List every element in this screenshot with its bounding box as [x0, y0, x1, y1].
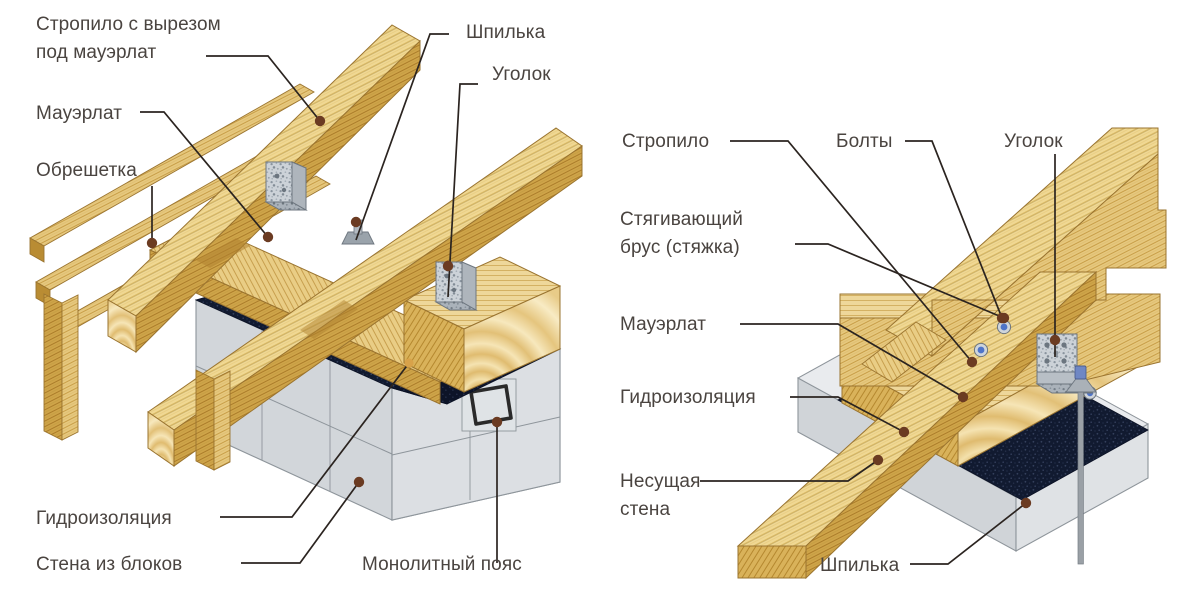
label-block-wall: Стена из блоков	[36, 554, 182, 575]
mauerlat-block-end-grain	[463, 285, 561, 393]
label-tie-beam: Стягивающий брус (стяжка)	[0, 0, 791, 258]
label-waterproofing-right: Гидроизоляция	[620, 387, 756, 408]
rafter-main-right	[736, 270, 1098, 580]
label-rafter-with-notch: Стропило с вырезом под мауэрлат	[0, 0, 269, 63]
birdsmouth-wedge	[861, 321, 947, 383]
dot-lathing	[146, 237, 158, 249]
bracket-lower-side	[461, 261, 477, 311]
label-mauerlat-right: Мауэрлат	[620, 314, 706, 335]
label-bracket-right: Уголок	[1004, 131, 1063, 152]
rafter-main-side-face	[805, 270, 1097, 580]
left-post2-face-b	[213, 370, 231, 471]
left-leader-dots	[146, 115, 503, 488]
rafter-lower-left	[147, 127, 583, 467]
rafter-notch-upper	[196, 238, 250, 268]
right-leaders	[700, 140, 1056, 565]
bracket-upper-vertical-leg	[265, 161, 293, 203]
dot-monolithic-belt	[491, 416, 503, 428]
dot-bearing-wall	[872, 454, 884, 466]
left-assembly: Стропило с вырезом под мауэрлат Шпилька …	[0, 0, 583, 575]
rafter-main-end-face	[737, 545, 807, 579]
dot-bracket	[442, 260, 454, 272]
dot-waterproofing	[404, 358, 414, 368]
label-bolts: Болты	[836, 131, 893, 152]
dot-rafter-right	[966, 356, 978, 368]
bolt-1	[996, 319, 1012, 335]
left-vertical-post-2	[195, 369, 231, 471]
dot-mauerlat	[262, 231, 274, 243]
bracket-right	[1035, 333, 1094, 394]
left-vertical-post	[43, 293, 79, 441]
label-monolithic-belt: Монолитный пояс	[362, 554, 522, 575]
bracket-upper-left	[264, 161, 308, 211]
rafter-notch-lower	[300, 300, 358, 339]
dot-bracket-right	[1049, 334, 1061, 346]
left-leaders	[140, 33, 498, 564]
mauerlat-block-right	[402, 256, 562, 393]
dot-rafter-notch	[314, 115, 326, 127]
dot-mauerlat-right	[957, 391, 969, 403]
left-post-face-a	[43, 293, 63, 441]
left-post2-face-a	[195, 369, 215, 471]
rafter-upper-right-side	[931, 152, 1167, 358]
rafter-lower-side-face	[173, 145, 583, 467]
bolt-2	[973, 342, 989, 358]
label-stud-right: Шпилька	[820, 555, 900, 576]
label-waterproofing-left: Гидроизоляция	[36, 508, 172, 529]
dot-stud	[350, 216, 362, 228]
dot-waterproofing-right	[898, 426, 910, 438]
dot-block-wall	[353, 476, 365, 488]
label-lathing: Обрешетка	[36, 160, 137, 181]
label-mauerlat-left: Мауэрлат	[36, 103, 122, 124]
bracket-right-bend	[1036, 371, 1078, 385]
left-labels: Стропило с вырезом под мауэрлат Шпилька …	[0, 0, 551, 575]
stud-right-nut	[1074, 365, 1087, 380]
dot-stud-right	[1020, 497, 1032, 509]
bracket-lower-left	[434, 261, 478, 311]
right-assembly: Стропило Болты Уголок Стягивающий брус (…	[0, 0, 1167, 580]
dot-tie-beam	[998, 312, 1010, 324]
stud-right-rod	[1077, 387, 1084, 565]
label-rafter-right: Стропило	[622, 131, 709, 152]
left-post-face-b	[61, 294, 79, 441]
right-leader-dots	[872, 312, 1061, 509]
right-labels: Стропило Болты Уголок Стягивающий брус (…	[0, 0, 1063, 576]
label-stud-top: Шпилька	[466, 22, 546, 43]
bolts-group	[973, 319, 1097, 400]
label-bracket-top: Уголок	[492, 64, 551, 85]
stud-right	[1065, 365, 1097, 565]
label-bearing-wall: Несущая стена	[620, 471, 700, 520]
bracket-upper-side	[291, 161, 307, 211]
